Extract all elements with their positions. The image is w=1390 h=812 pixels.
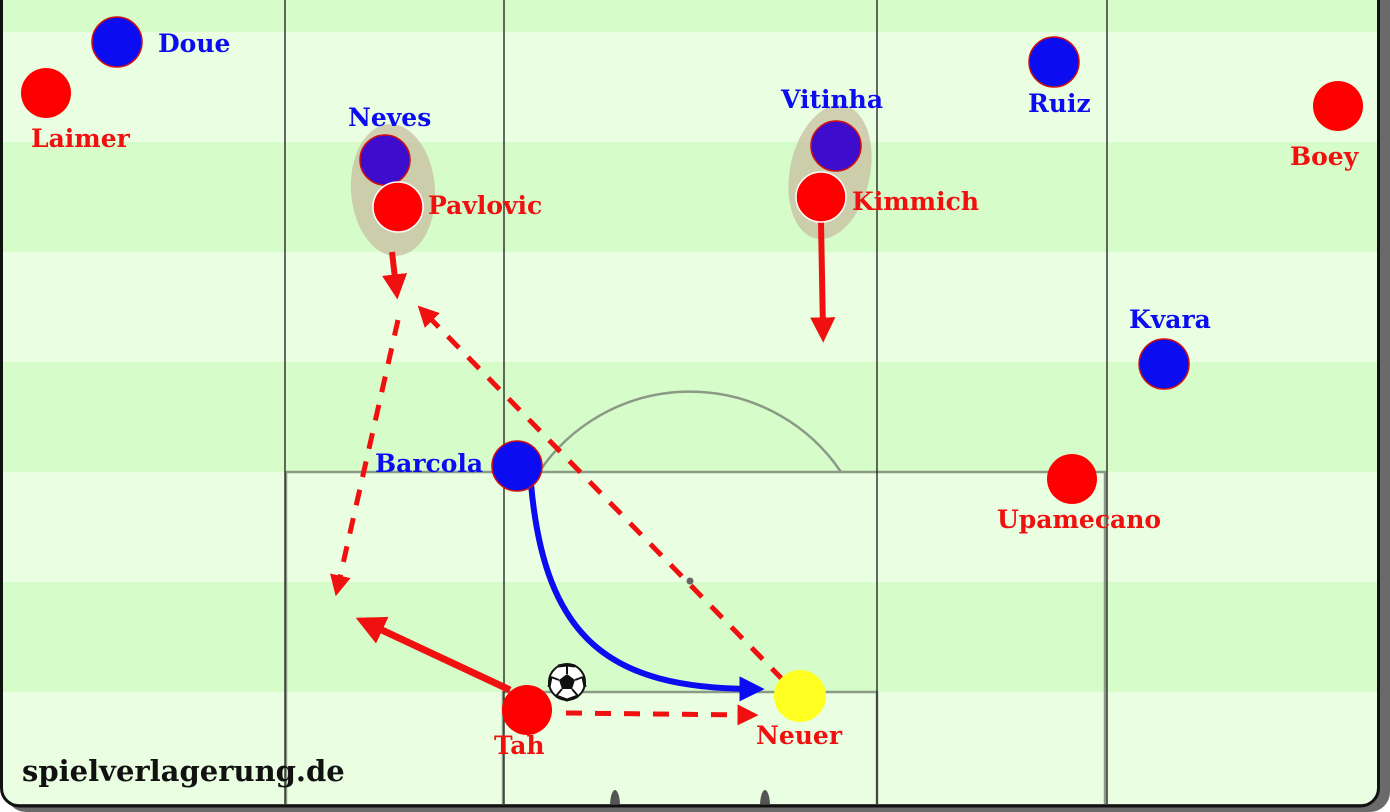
zone-lines	[284, 0, 1108, 804]
player-neves	[359, 134, 411, 186]
player-labels: Doue Laimer Neves Pavlovic Vitinha Kimmi…	[31, 29, 1360, 760]
penalty-box	[284, 470, 1107, 804]
player-ruiz	[1028, 36, 1080, 88]
label-kimmich: Kimmich	[852, 187, 979, 216]
label-laimer: Laimer	[31, 124, 131, 153]
label-boey: Boey	[1290, 142, 1360, 171]
label-ruiz: Ruiz	[1028, 89, 1091, 118]
grass-stripe	[0, 472, 1380, 582]
player-kvara	[1138, 338, 1190, 390]
label-barcola: Barcola	[375, 449, 483, 478]
grass-stripe	[0, 582, 1380, 692]
player-neuer	[774, 670, 826, 722]
player-doue	[91, 16, 143, 68]
label-vitinha: Vitinha	[780, 85, 883, 114]
label-kvara: Kvara	[1129, 305, 1211, 334]
goal-post	[610, 790, 620, 804]
penalty-arc	[537, 390, 843, 473]
label-upamecano: Upamecano	[997, 505, 1161, 534]
player-laimer	[21, 68, 71, 118]
player-pavlovic	[372, 181, 424, 233]
barcola-press-arrow	[528, 483, 765, 702]
player-upamecano	[1047, 454, 1097, 504]
grass-stripe	[0, 142, 1380, 252]
soccer-ball-icon	[547, 663, 587, 702]
grass-stripe	[0, 0, 1380, 32]
player-vitinha	[810, 120, 862, 172]
tah-pass-arrow	[355, 616, 512, 694]
watermark-text: spielverlagerung.de	[22, 754, 345, 788]
kimmich-run-arrow	[810, 221, 836, 343]
grass-stripe	[0, 692, 1380, 804]
label-doue: Doue	[158, 29, 230, 58]
penalty-spot	[686, 577, 694, 585]
pavlovic-run-arrow	[382, 251, 408, 300]
label-neuer: Neuer	[756, 721, 843, 750]
grass-stripe	[0, 32, 1380, 142]
player-tah	[502, 685, 552, 735]
label-pavlovic: Pavlovic	[428, 191, 542, 220]
player-kimmich	[795, 171, 847, 223]
movement-arrows	[330, 221, 836, 726]
tah-to-neuer-arrow	[565, 704, 759, 726]
player-boey	[1313, 81, 1363, 131]
label-tah: Tah	[494, 731, 545, 760]
goal-post	[760, 790, 770, 804]
player-barcola	[491, 440, 543, 492]
label-neves: Neves	[348, 103, 431, 132]
